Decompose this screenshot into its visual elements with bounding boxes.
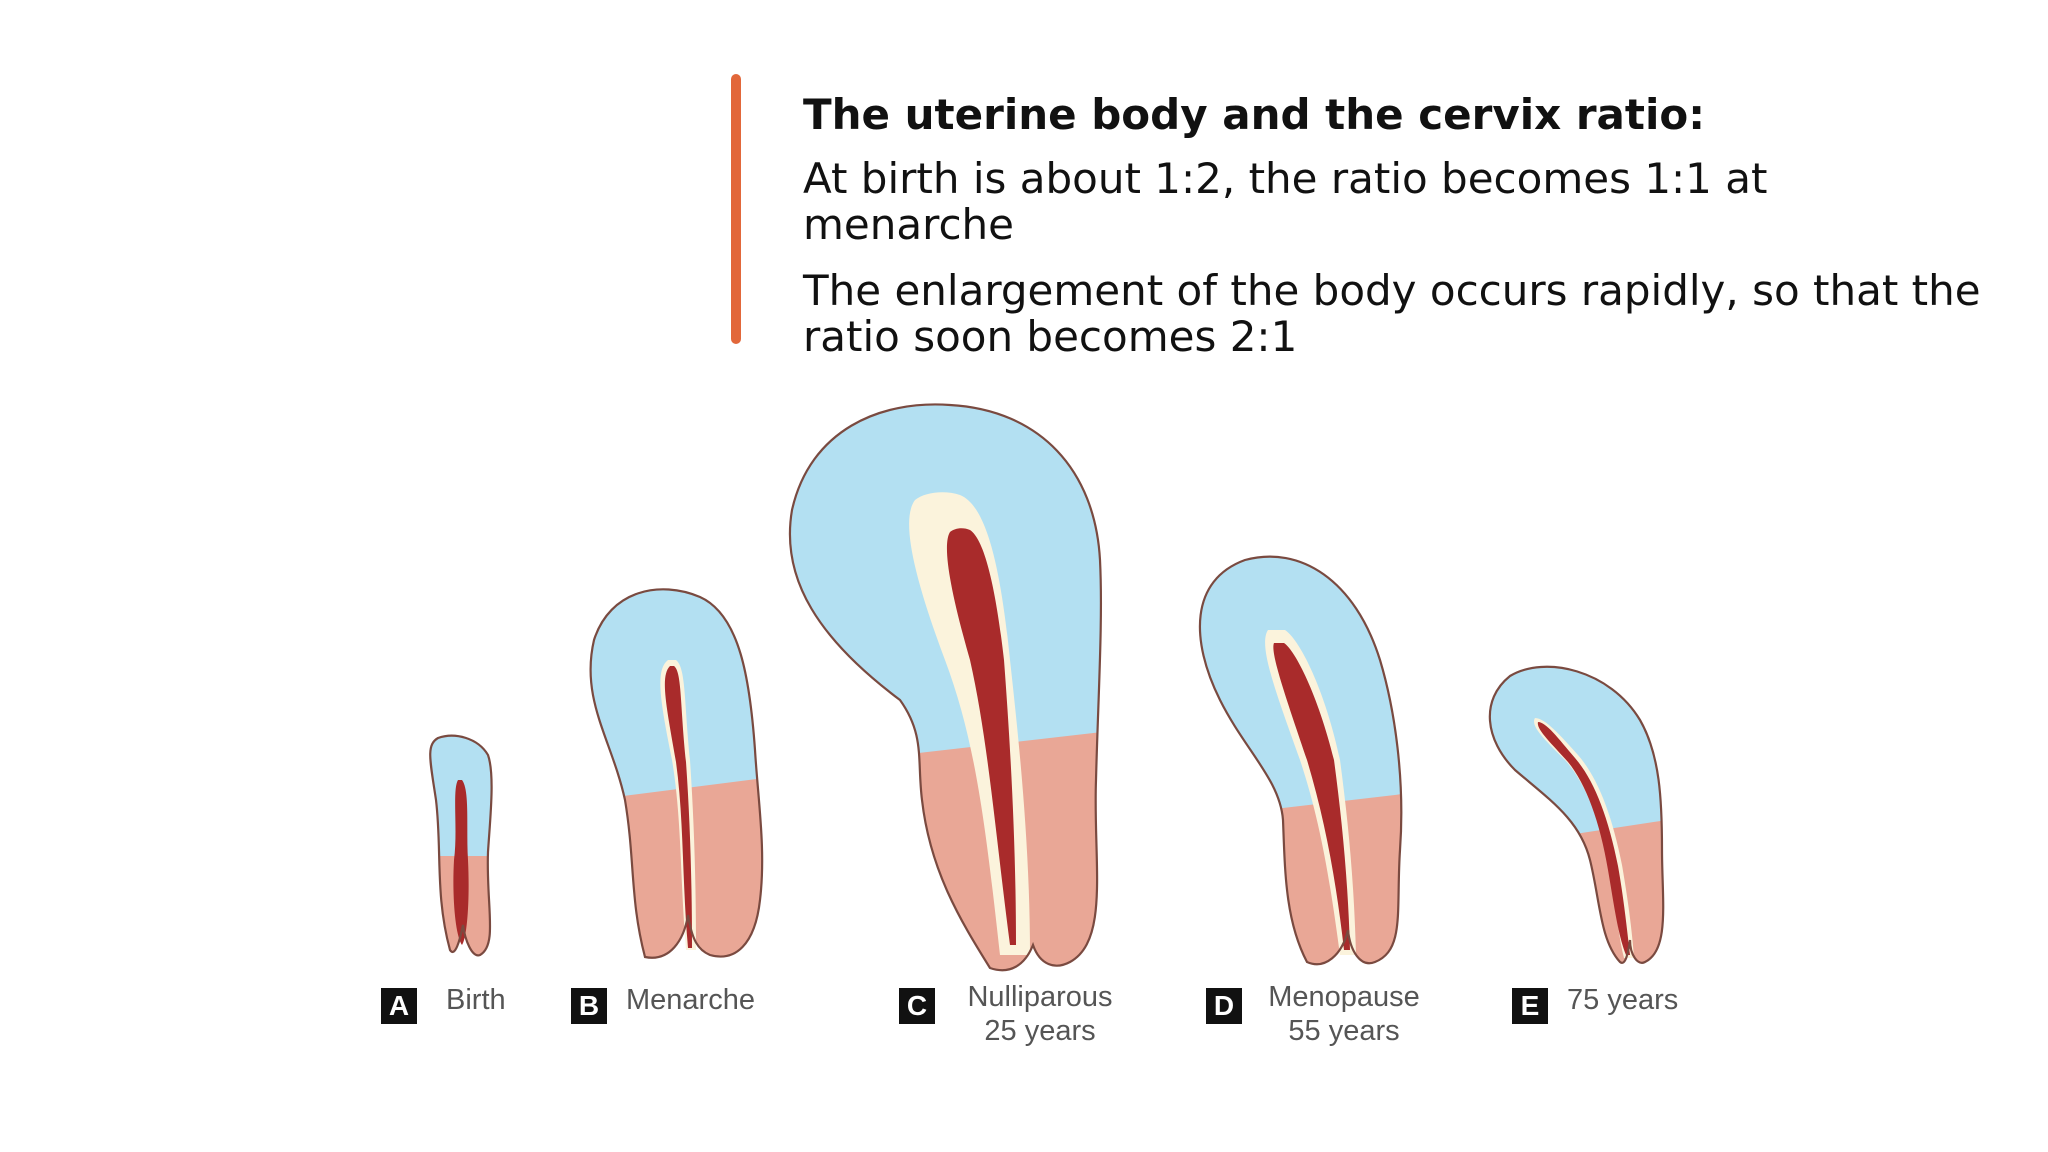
- uterine-cavity: [1537, 722, 1630, 955]
- uterus-stage-a: [429, 734, 493, 957]
- cervix-region: [590, 776, 763, 958]
- stage-d-caption-line2: 55 years: [1288, 1015, 1400, 1047]
- stage-a-caption: Birth: [446, 984, 506, 1016]
- stage-d-letter: D: [1206, 988, 1242, 1024]
- stage-c-letter: C: [899, 988, 935, 1024]
- cervix-region: [1489, 818, 1664, 963]
- uterus-outline: [1198, 555, 1403, 966]
- stage-c-caption-line2: 25 years: [984, 1015, 1096, 1047]
- text-block: The uterine body and the cervix ratio: A…: [803, 88, 1983, 380]
- uterus-stage-c: [788, 403, 1103, 972]
- cervix-region: [789, 730, 1101, 971]
- endometrium-lining: [1265, 630, 1356, 955]
- uterine-cavity: [664, 666, 692, 948]
- stage-b-caption: Menarche: [626, 984, 755, 1016]
- stage-a-letter: A: [381, 988, 417, 1024]
- uterus-stage-d: [1198, 555, 1403, 966]
- uterine-cavity: [1273, 643, 1350, 950]
- cervix-region: [1199, 792, 1402, 965]
- uterus-stage-b: [589, 588, 764, 959]
- stage-e-letter: E: [1512, 988, 1548, 1024]
- uterine-cavity: [946, 528, 1016, 945]
- accent-bar: [731, 74, 741, 344]
- stage-b-letter: B: [571, 988, 607, 1024]
- uterus-outline: [1488, 665, 1665, 964]
- uterus-outline: [589, 588, 764, 959]
- stage-d-caption-line1: Menopause: [1268, 981, 1420, 1013]
- stage-e-caption: 75 years: [1567, 984, 1679, 1016]
- uterus-stage-e: [1488, 665, 1665, 964]
- uterus-outline: [429, 734, 493, 957]
- uterine-cavity: [453, 780, 469, 945]
- bullet-ratio-enlargement: The enlargement of the body occurs rapid…: [803, 266, 1981, 361]
- bullet-ratio-birth: At birth is about 1:2, the ratio becomes…: [803, 154, 1768, 249]
- slide-heading: The uterine body and the cervix ratio:: [803, 90, 1705, 139]
- uterus-outline: [788, 403, 1103, 972]
- stage-c-caption-line1: Nulliparous: [967, 981, 1113, 1013]
